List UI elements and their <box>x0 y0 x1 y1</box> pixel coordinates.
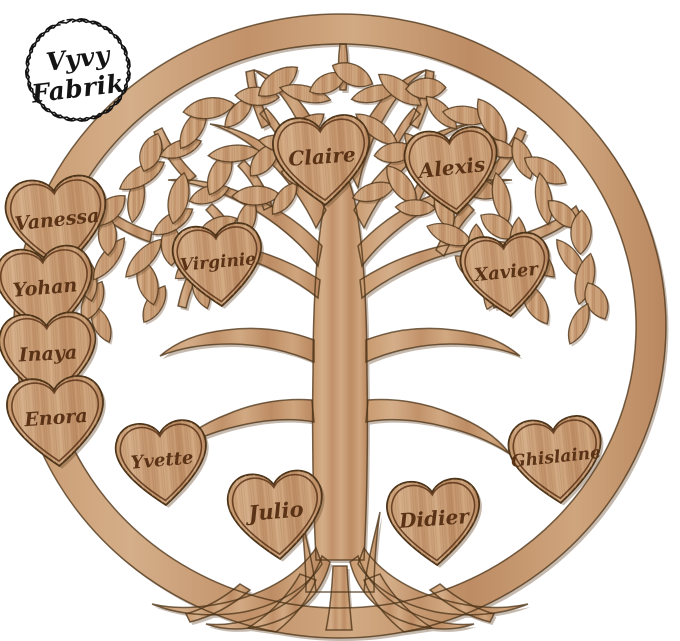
leaf-grain <box>207 152 232 195</box>
heart-xavier[interactable]: Xavier <box>458 230 557 323</box>
heart-engraved-outline <box>11 379 100 463</box>
heart-grain <box>272 115 369 205</box>
leaf-grain <box>524 157 566 184</box>
heart-name-label: Enora <box>23 405 89 431</box>
heart-julio[interactable]: Julio <box>226 468 330 566</box>
leaf-grain <box>574 253 595 305</box>
leaf-grain <box>535 173 553 225</box>
leaf-grain <box>332 62 373 87</box>
heart-engraved-outline <box>512 419 597 500</box>
heart-engraved-outline <box>390 482 476 562</box>
leaf-grain <box>139 133 162 172</box>
leaf-grain <box>585 282 608 319</box>
heart-grain <box>115 420 206 505</box>
leaf-grain <box>395 199 436 216</box>
heart-engraved-outline <box>231 473 318 556</box>
leaf-grain <box>477 99 507 144</box>
heart-grain <box>172 223 261 306</box>
leaf-grain <box>492 172 511 224</box>
leaf-grain <box>570 210 592 255</box>
leaf-grain <box>225 97 253 128</box>
heart-claire[interactable]: Claire <box>271 113 376 211</box>
heart-grain <box>386 478 480 565</box>
heart-engraved-outline <box>277 118 366 202</box>
leaf-grain <box>258 66 298 97</box>
leaf-grain <box>232 186 280 205</box>
leaf-grain <box>81 281 104 322</box>
leaf-grain <box>309 72 347 94</box>
leaf-grain <box>386 165 417 205</box>
heart-grain <box>6 376 103 466</box>
leaf-grain <box>378 74 421 106</box>
leaf-grain <box>279 84 331 103</box>
leaf-grain <box>355 114 398 145</box>
leaf-grain <box>272 182 297 215</box>
heart-name-label: Inaya <box>17 341 77 366</box>
leaf-grain <box>480 214 517 239</box>
heart-yvette[interactable]: Yvette <box>114 418 214 512</box>
heart-engraved-outline <box>176 226 258 303</box>
leaf-grain <box>352 182 395 202</box>
leaf-grain <box>427 223 473 246</box>
heart-virginie[interactable]: Virginie <box>171 221 269 313</box>
heart-alexis[interactable]: Alexis <box>402 124 506 221</box>
leaf-grain <box>93 238 125 280</box>
heart-engraved-outline <box>119 423 203 502</box>
leaf-grain <box>168 172 190 224</box>
heart-engraved-outline <box>408 130 493 211</box>
leaf-grain <box>426 96 457 129</box>
leaf-grain <box>208 145 260 162</box>
heart-engraved-outline <box>464 235 546 313</box>
leaf-grain <box>125 239 162 277</box>
leaf-grain <box>548 200 578 228</box>
heart-name-label: Julio <box>243 496 304 526</box>
leaf-grain <box>405 78 446 99</box>
leaf-grain <box>250 143 278 176</box>
heart-name-label: Didier <box>397 504 471 533</box>
leaf-grain <box>568 303 590 344</box>
heart-enora[interactable]: Enora <box>5 374 110 472</box>
heart-name-label: Claire <box>288 142 357 171</box>
leaf-grain <box>119 161 165 190</box>
leaf-grain <box>91 305 111 343</box>
leaf-grain <box>512 137 533 179</box>
heart-vanessa[interactable]: Vanessa <box>3 173 115 278</box>
heart-didier[interactable]: Didier <box>385 477 486 571</box>
leaf-grain <box>183 97 235 119</box>
heart-ghislaine[interactable]: Ghislaine <box>506 413 610 510</box>
heart-grain <box>227 470 322 559</box>
